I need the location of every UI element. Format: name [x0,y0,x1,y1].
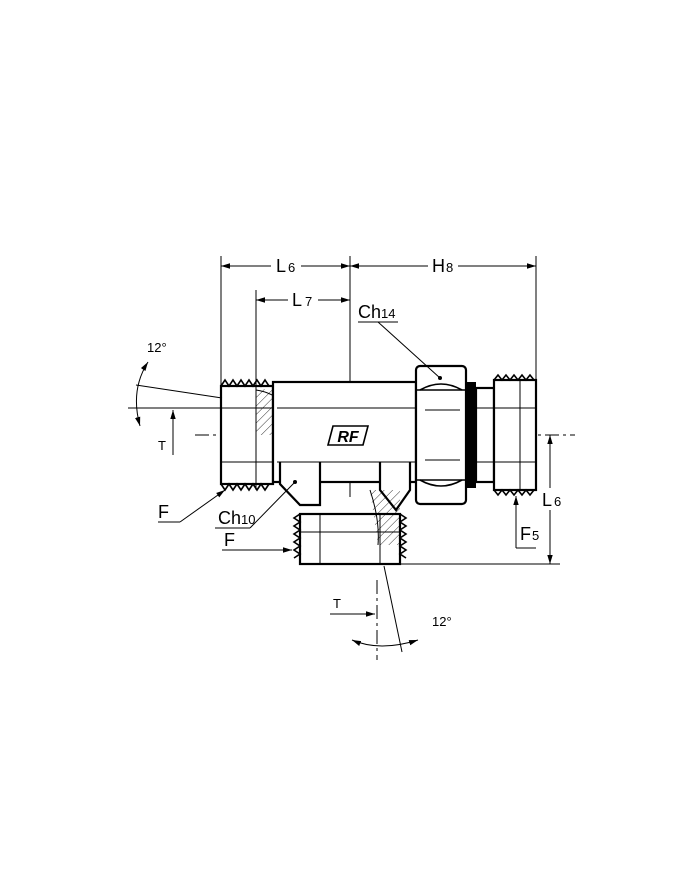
label-t-bottom: T [333,596,341,611]
label-ch10-sub: 10 [241,512,255,527]
leader-f-left [179,489,226,523]
label-l6-top: L [276,256,286,276]
label-angle-bottom: 12° [432,614,452,629]
label-f5-sub: 5 [532,528,539,543]
label-f5: F [520,524,531,544]
leader-ch14 [377,321,441,379]
label-l6-top-sub: 6 [288,260,295,275]
tee-body [271,380,418,512]
leader-ch10 [249,481,296,529]
label-t-left: T [158,438,166,453]
bottom-port [292,489,560,566]
angle-arc-left [134,361,149,427]
hex-nut [414,364,468,506]
label-l7: L [292,290,302,310]
rf-logo: RF [326,425,370,446]
label-l6-right-sub: 6 [554,494,561,509]
label-ch10: Ch [218,508,241,528]
logo-text: RF [337,429,360,446]
label-h8-sub: 8 [446,260,453,275]
label-l7-sub: 7 [305,294,312,309]
label-ch14-sub: 14 [381,306,395,321]
label-f-left: F [158,502,169,522]
angle-arc-bottom [351,639,419,647]
label-h8: H [432,256,445,276]
label-angle-left: 12° [147,340,167,355]
label-l6-right: L [542,490,552,510]
right-stud [466,373,538,497]
label-f-bottom: F [224,530,235,550]
label-ch14: Ch [358,302,381,322]
